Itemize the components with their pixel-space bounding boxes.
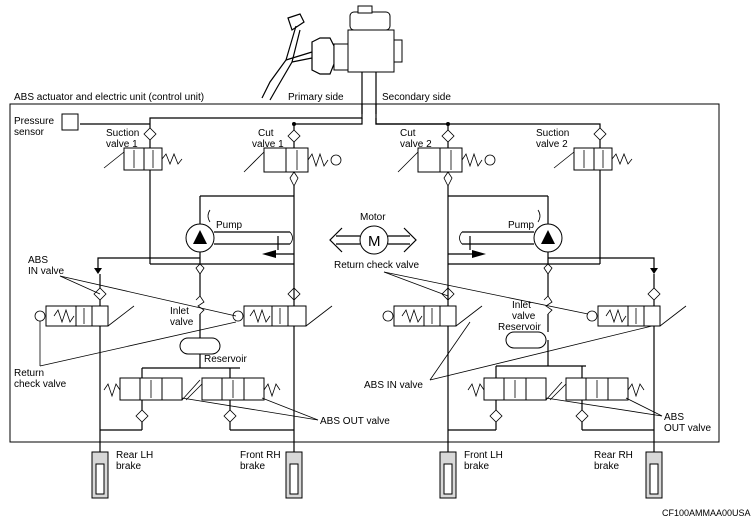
unit-title: ABS actuator and electric unit (control …: [14, 92, 204, 103]
cut-valve-1-label-2: valve 1: [252, 139, 284, 150]
rear-lh-label-2: brake: [116, 461, 141, 472]
abs-out-valve-rear-rh: [549, 366, 654, 431]
figure-code: CF100AMMAA00USA: [662, 508, 751, 518]
suction-valve-1: Suction valve 1: [103, 127, 183, 171]
reservoir-right-label: Reservoir: [498, 322, 541, 333]
suction-valve-2: Suction valve 2: [536, 127, 633, 171]
suction-valve-2-label-1: Suction: [536, 128, 569, 139]
rear-rh-label-1: Rear RH: [594, 450, 633, 461]
front-lh-label-1: Front LH: [464, 450, 503, 461]
cut-valve-1-label-1: Cut: [258, 128, 274, 139]
abs-out-valve-right-label-1: ABS: [664, 412, 684, 423]
inlet-valve-left-label-1: Inlet: [170, 306, 189, 317]
primary-side-label: Primary side: [288, 92, 344, 103]
abs-out-valve-center-label: ABS OUT valve: [320, 416, 390, 427]
abs-out-valve-right-label-2: OUT valve: [664, 423, 711, 434]
pump-left: Pump: [185, 196, 294, 264]
front-rh-label-1: Front RH: [240, 450, 281, 461]
rear-rh-label-2: brake: [594, 461, 619, 472]
pump-left-label: Pump: [216, 220, 243, 231]
reservoir-left: Reservoir: [142, 337, 247, 369]
secondary-side-label: Secondary side: [382, 92, 451, 103]
brake-pedal: [261, 13, 313, 101]
inlet-valve-left-label-2: valve: [170, 317, 194, 328]
rear-rh-brake: Rear RH brake: [594, 450, 663, 499]
reservoir-right: Reservoir: [496, 322, 586, 367]
pump-right: Pump: [448, 196, 563, 264]
pressure-sensor-label-2: sensor: [14, 127, 45, 138]
front-rh-label-2: brake: [240, 461, 265, 472]
return-check-valve-left-label-1: Return: [14, 368, 44, 379]
motor-label: Motor: [360, 212, 386, 223]
abs-in-valve-front-lh: [382, 287, 483, 400]
return-check-valve-left-label-2: check valve: [14, 379, 67, 390]
cut-valve-2-label-1: Cut: [400, 128, 416, 139]
suction-valve-1-label-1: Suction: [106, 128, 139, 139]
suction-valve-2-label-2: valve 2: [536, 139, 568, 150]
pressure-sensor: Pressure sensor: [14, 113, 79, 138]
abs-in-valve-rear-rh: [586, 274, 687, 400]
reservoir-left-label: Reservoir: [204, 354, 247, 365]
cut-valve-2-label-2: valve 2: [400, 139, 432, 150]
return-check-valve-center-label: Return check valve: [334, 260, 419, 271]
inlet-valve-right-label-1: Inlet: [512, 300, 531, 311]
abs-in-valve-right-label: ABS IN valve: [364, 380, 423, 391]
motor: Motor M: [329, 212, 417, 255]
brake-booster: [311, 37, 349, 75]
rear-lh-brake: Rear LH brake: [91, 450, 153, 499]
abs-out-valve-front-rh: [185, 368, 294, 431]
pressure-sensor-label-1: Pressure: [14, 116, 54, 127]
control-unit-border: [9, 103, 720, 443]
abs-in-valve-left-label-2: IN valve: [28, 266, 65, 277]
abs-out-valve-rear-lh: [100, 368, 201, 431]
motor-symbol: M: [368, 233, 381, 250]
abs-in-valve-left-label-1: ABS: [28, 255, 48, 266]
pump-right-label: Pump: [508, 220, 535, 231]
front-lh-brake: Front LH brake: [439, 450, 503, 499]
cut-valve-1: Cut valve 1: [243, 128, 342, 173]
abs-out-valve-front-lh: [448, 366, 563, 431]
front-rh-brake: Front RH brake: [240, 450, 303, 499]
suction-valve-1-label-2: valve 1: [106, 139, 138, 150]
abs-in-valve-front-rh: [232, 287, 333, 400]
rear-lh-label-1: Rear LH: [116, 450, 153, 461]
inlet-valve-right-label-2: valve: [512, 311, 536, 322]
front-lh-label-2: brake: [464, 461, 489, 472]
cut-valve-2: Cut valve 2: [397, 128, 496, 173]
